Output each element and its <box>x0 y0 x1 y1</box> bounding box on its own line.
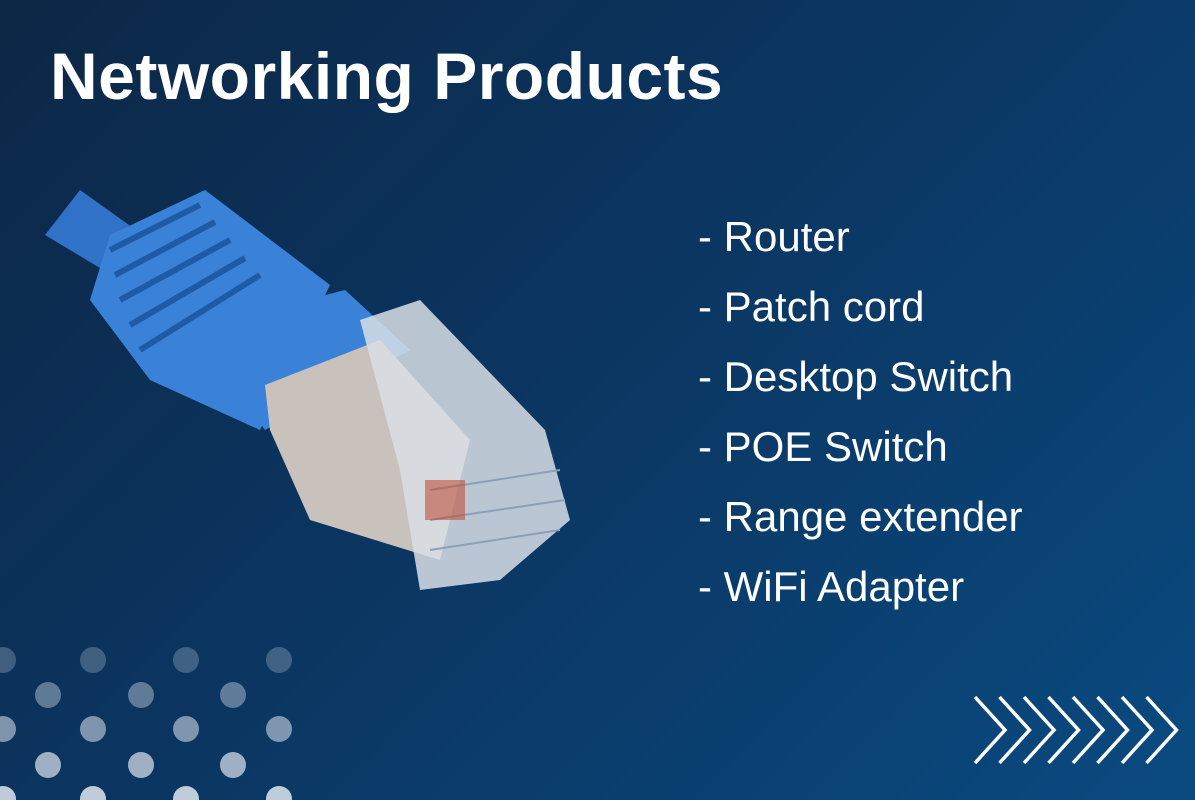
dot <box>80 786 106 800</box>
chevron <box>973 695 1008 765</box>
dot <box>80 647 106 673</box>
product-item: - Range extender <box>698 493 1023 540</box>
dot <box>35 752 61 778</box>
chevron <box>1022 695 1057 765</box>
dot <box>128 752 154 778</box>
dot <box>173 716 199 742</box>
chevron <box>1096 695 1130 765</box>
dot <box>128 682 154 708</box>
dot <box>266 716 292 742</box>
dot <box>0 786 16 800</box>
chevron <box>1120 695 1155 765</box>
product-list: - Router - Patch cord - Desktop Switch -… <box>698 212 1023 632</box>
dot <box>0 716 16 742</box>
dot <box>220 752 246 778</box>
chevron <box>998 695 1032 765</box>
dot <box>266 647 292 673</box>
dot <box>80 716 106 742</box>
dot <box>220 682 246 708</box>
page-title: Networking Products <box>50 39 724 113</box>
dot <box>266 786 292 800</box>
dot <box>173 647 199 673</box>
chevron <box>1047 695 1081 765</box>
dot-pattern <box>0 647 292 800</box>
product-item: - WiFi Adapter <box>698 563 965 610</box>
dot <box>35 682 61 708</box>
product-item: - POE Switch <box>698 423 948 470</box>
dot <box>173 786 199 800</box>
product-item: - Router <box>698 213 850 260</box>
chevron <box>1071 695 1106 765</box>
product-item: - Patch cord <box>698 283 925 330</box>
dot <box>0 647 16 673</box>
product-item: - Desktop Switch <box>698 353 1014 400</box>
ethernet-cable-icon <box>45 190 570 590</box>
chevron-arrows-icon <box>973 695 1179 765</box>
chevron <box>1145 695 1179 765</box>
